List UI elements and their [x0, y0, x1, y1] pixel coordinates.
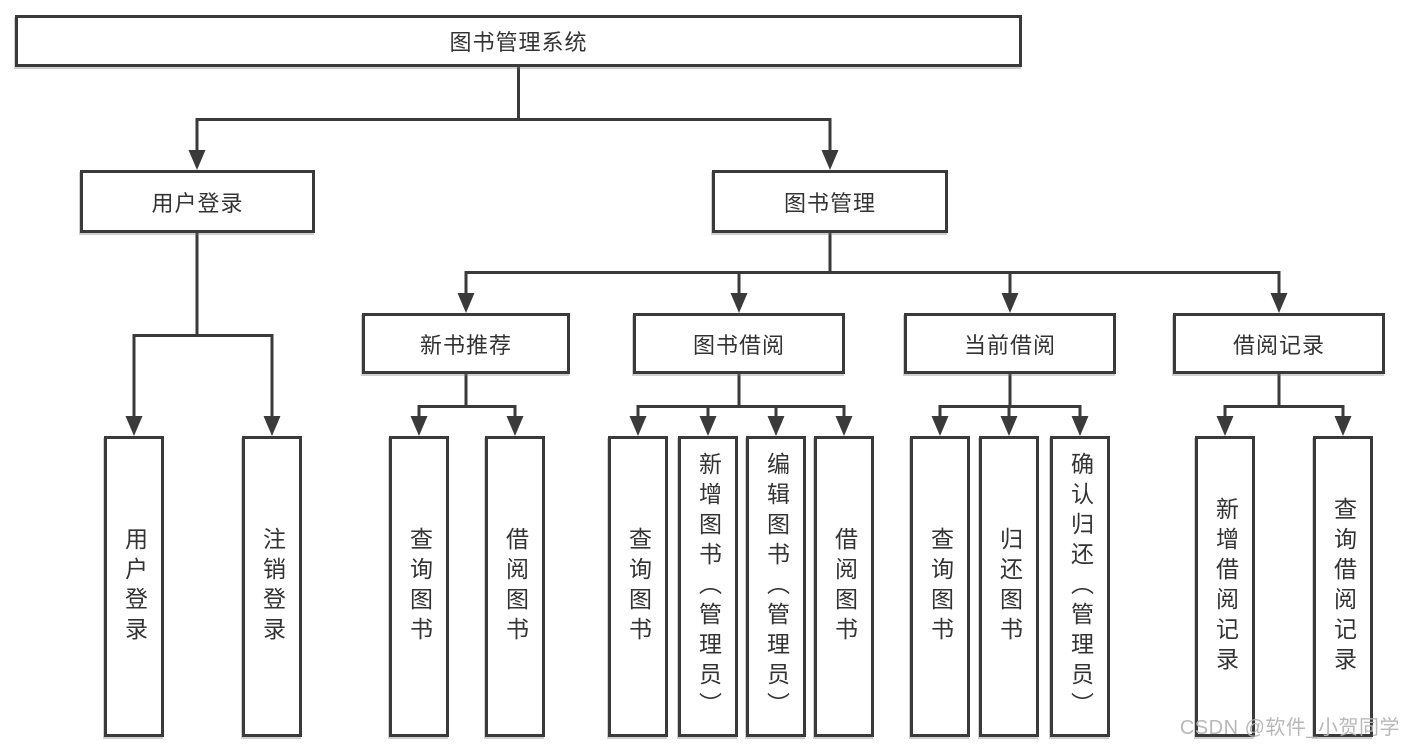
- leaf-borrow-query-books: 查询图书: [608, 436, 668, 737]
- node-new-book-recommend: 新书推荐: [362, 313, 570, 374]
- node-borrow-records: 借阅记录: [1173, 313, 1385, 374]
- watermark: CSDN @软件_小贺同学: [1179, 717, 1400, 739]
- connector-mgmt-branch: [457, 233, 1288, 313]
- node-user-login-label: 用户登录: [151, 190, 244, 216]
- leaf-newbook-query-books: 查询图书: [389, 436, 449, 737]
- leaf-newbook-query-books-label: 查询图书: [406, 526, 433, 647]
- node-user-login: 用户登录: [80, 170, 315, 233]
- connector-root-branch: [188, 67, 839, 170]
- leaf-logout: 注销登录: [242, 436, 302, 737]
- leaf-user-login-label: 用户登录: [121, 526, 148, 647]
- leaf-borrow-borrow-books-label: 借阅图书: [831, 526, 858, 647]
- leaf-current-query-books: 查询图书: [910, 436, 970, 737]
- leaf-borrow-add-books-admin-label: 新增图书（管理员）: [695, 451, 722, 722]
- node-root-system: 图书管理系统: [15, 15, 1022, 67]
- leaf-newbook-borrow-books-label: 借阅图书: [502, 526, 529, 647]
- node-current-borrow-label: 当前借阅: [963, 332, 1056, 358]
- leaf-current-return-books: 归还图书: [979, 436, 1039, 737]
- connector-login-branch: [125, 233, 281, 436]
- node-book-borrow: 图书借阅: [633, 313, 845, 374]
- connector-current-branch: [931, 374, 1089, 436]
- node-current-borrow: 当前借阅: [904, 313, 1116, 374]
- connector-newbook-branch: [410, 374, 524, 436]
- leaf-current-return-books-label: 归还图书: [996, 526, 1023, 647]
- leaf-logout-label: 注销登录: [259, 526, 286, 647]
- leaf-current-confirm-return-admin: 确认归还（管理员）: [1050, 436, 1110, 737]
- leaf-records-add-record: 新增借阅记录: [1195, 436, 1255, 737]
- connector-records-branch: [1216, 374, 1352, 436]
- node-book-management-label: 图书管理: [783, 190, 876, 216]
- leaf-borrow-query-books-label: 查询图书: [625, 526, 652, 647]
- leaf-newbook-borrow-books: 借阅图书: [485, 436, 545, 737]
- node-new-book-recommend-label: 新书推荐: [419, 332, 512, 358]
- node-borrow-records-label: 借阅记录: [1232, 332, 1325, 358]
- leaf-records-query-record: 查询借阅记录: [1313, 436, 1373, 737]
- node-book-management: 图书管理: [712, 170, 948, 233]
- leaf-borrow-edit-books-admin: 编辑图书（管理员）: [746, 436, 806, 737]
- node-root-system-label: 图书管理系统: [449, 30, 588, 55]
- leaf-borrow-add-books-admin: 新增图书（管理员）: [678, 436, 738, 737]
- leaf-current-confirm-return-admin-label: 确认归还（管理员）: [1067, 451, 1094, 722]
- leaf-borrow-edit-books-admin-label: 编辑图书（管理员）: [763, 451, 790, 722]
- leaf-current-query-books-label: 查询图书: [927, 526, 954, 647]
- leaf-borrow-borrow-books: 借阅图书: [814, 436, 874, 737]
- leaf-user-login: 用户登录: [104, 436, 164, 737]
- connector-borrow-branch: [629, 374, 853, 436]
- node-book-borrow-label: 图书借阅: [692, 332, 785, 358]
- leaf-records-query-record-label: 查询借阅记录: [1330, 496, 1357, 677]
- leaf-records-add-record-label: 新增借阅记录: [1212, 496, 1239, 677]
